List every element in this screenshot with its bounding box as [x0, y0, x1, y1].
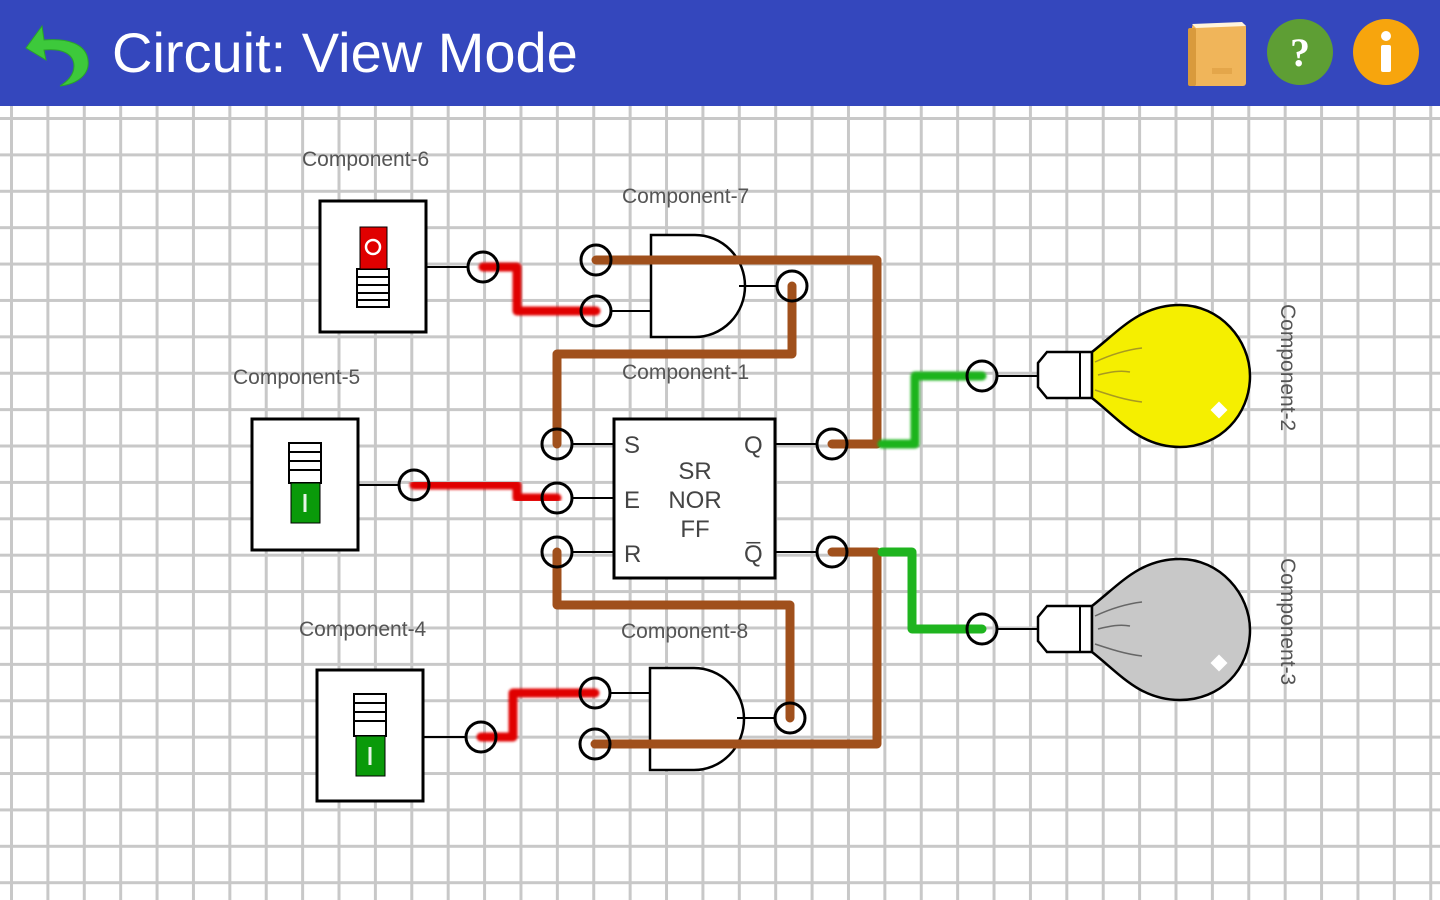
- terminal[interactable]: [540, 535, 574, 569]
- component-6-switch[interactable]: Component-6: [302, 148, 468, 334]
- book-button[interactable]: [1186, 18, 1254, 86]
- circuit-canvas[interactable]: [0, 106, 1440, 900]
- component-7-label: Component-7: [622, 185, 749, 208]
- help-button[interactable]: ?: [1266, 18, 1334, 86]
- component-5-switch[interactable]: Component-5: [233, 366, 400, 552]
- question-icon: ?: [1267, 19, 1333, 85]
- book-icon: [1188, 22, 1246, 86]
- terminal[interactable]: [965, 359, 999, 393]
- wire-c1-qbar-to-c3[interactable]: [877, 547, 987, 634]
- component-3-label: Component-3: [1276, 558, 1299, 685]
- terminal[interactable]: [773, 701, 807, 735]
- component-2-bulb[interactable]: Component-2: [996, 303, 1299, 449]
- app-bar: Circuit: View Mode ?: [0, 0, 1440, 106]
- undo-arrow-icon: [25, 24, 89, 87]
- wire-c1-q-to-c2[interactable]: [877, 371, 987, 449]
- terminal[interactable]: [775, 269, 809, 303]
- ff-title-line-1: SR: [678, 458, 711, 485]
- page-title: Circuit: View Mode: [112, 21, 578, 84]
- component-4-label: Component-4: [299, 618, 427, 641]
- component-6-label: Component-6: [302, 148, 429, 171]
- pin-s-label: S: [624, 432, 640, 459]
- svg-text:?: ?: [1290, 30, 1310, 75]
- pin-q-label: Q: [744, 432, 763, 459]
- terminal[interactable]: [578, 676, 612, 710]
- wire-c4-to-c8[interactable]: [476, 688, 600, 742]
- wire-c1-q-to-c7-in[interactable]: [591, 255, 882, 449]
- wire-c1-qbar-to-c8-in[interactable]: [590, 547, 882, 749]
- terminal[interactable]: [965, 612, 999, 646]
- terminal[interactable]: [464, 720, 498, 754]
- pin-e-label: E: [624, 487, 640, 514]
- component-4-switch[interactable]: Component-4: [299, 618, 466, 803]
- terminal[interactable]: [815, 535, 849, 569]
- ff-title-line-3: FF: [680, 516, 709, 543]
- component-5-label: Component-5: [233, 366, 360, 389]
- off-symbol-icon: [364, 238, 382, 256]
- wire-c6-to-c7[interactable]: [478, 262, 601, 316]
- component-1-label: Component-1: [622, 361, 749, 384]
- wire-c7-out-to-c1-s[interactable]: [552, 281, 797, 449]
- terminal[interactable]: [540, 427, 574, 461]
- wire-c5-to-c1-e[interactable]: [409, 480, 562, 503]
- wire-c8-out-to-c1-r[interactable]: [552, 547, 795, 723]
- terminal[interactable]: [397, 468, 431, 502]
- terminal[interactable]: [579, 243, 613, 277]
- terminals: [397, 243, 999, 761]
- component-1-sr-nor-ff[interactable]: Component-1 S E R Q Q̅ SR NOR FF: [572, 361, 817, 580]
- info-icon: [1353, 19, 1419, 85]
- ff-title-line-2: NOR: [668, 487, 721, 514]
- component-2-label: Component-2: [1276, 304, 1299, 431]
- pin-r-label: R: [624, 541, 641, 568]
- component-3-bulb[interactable]: Component-3: [996, 557, 1299, 702]
- terminal[interactable]: [540, 481, 574, 515]
- terminal[interactable]: [815, 427, 849, 461]
- pin-qbar-label: Q̅: [744, 541, 763, 568]
- terminal[interactable]: [578, 727, 612, 761]
- terminal[interactable]: [579, 294, 613, 328]
- component-8-label: Component-8: [621, 620, 748, 643]
- terminal[interactable]: [466, 250, 500, 284]
- info-button[interactable]: [1352, 18, 1420, 86]
- back-button[interactable]: [22, 18, 94, 90]
